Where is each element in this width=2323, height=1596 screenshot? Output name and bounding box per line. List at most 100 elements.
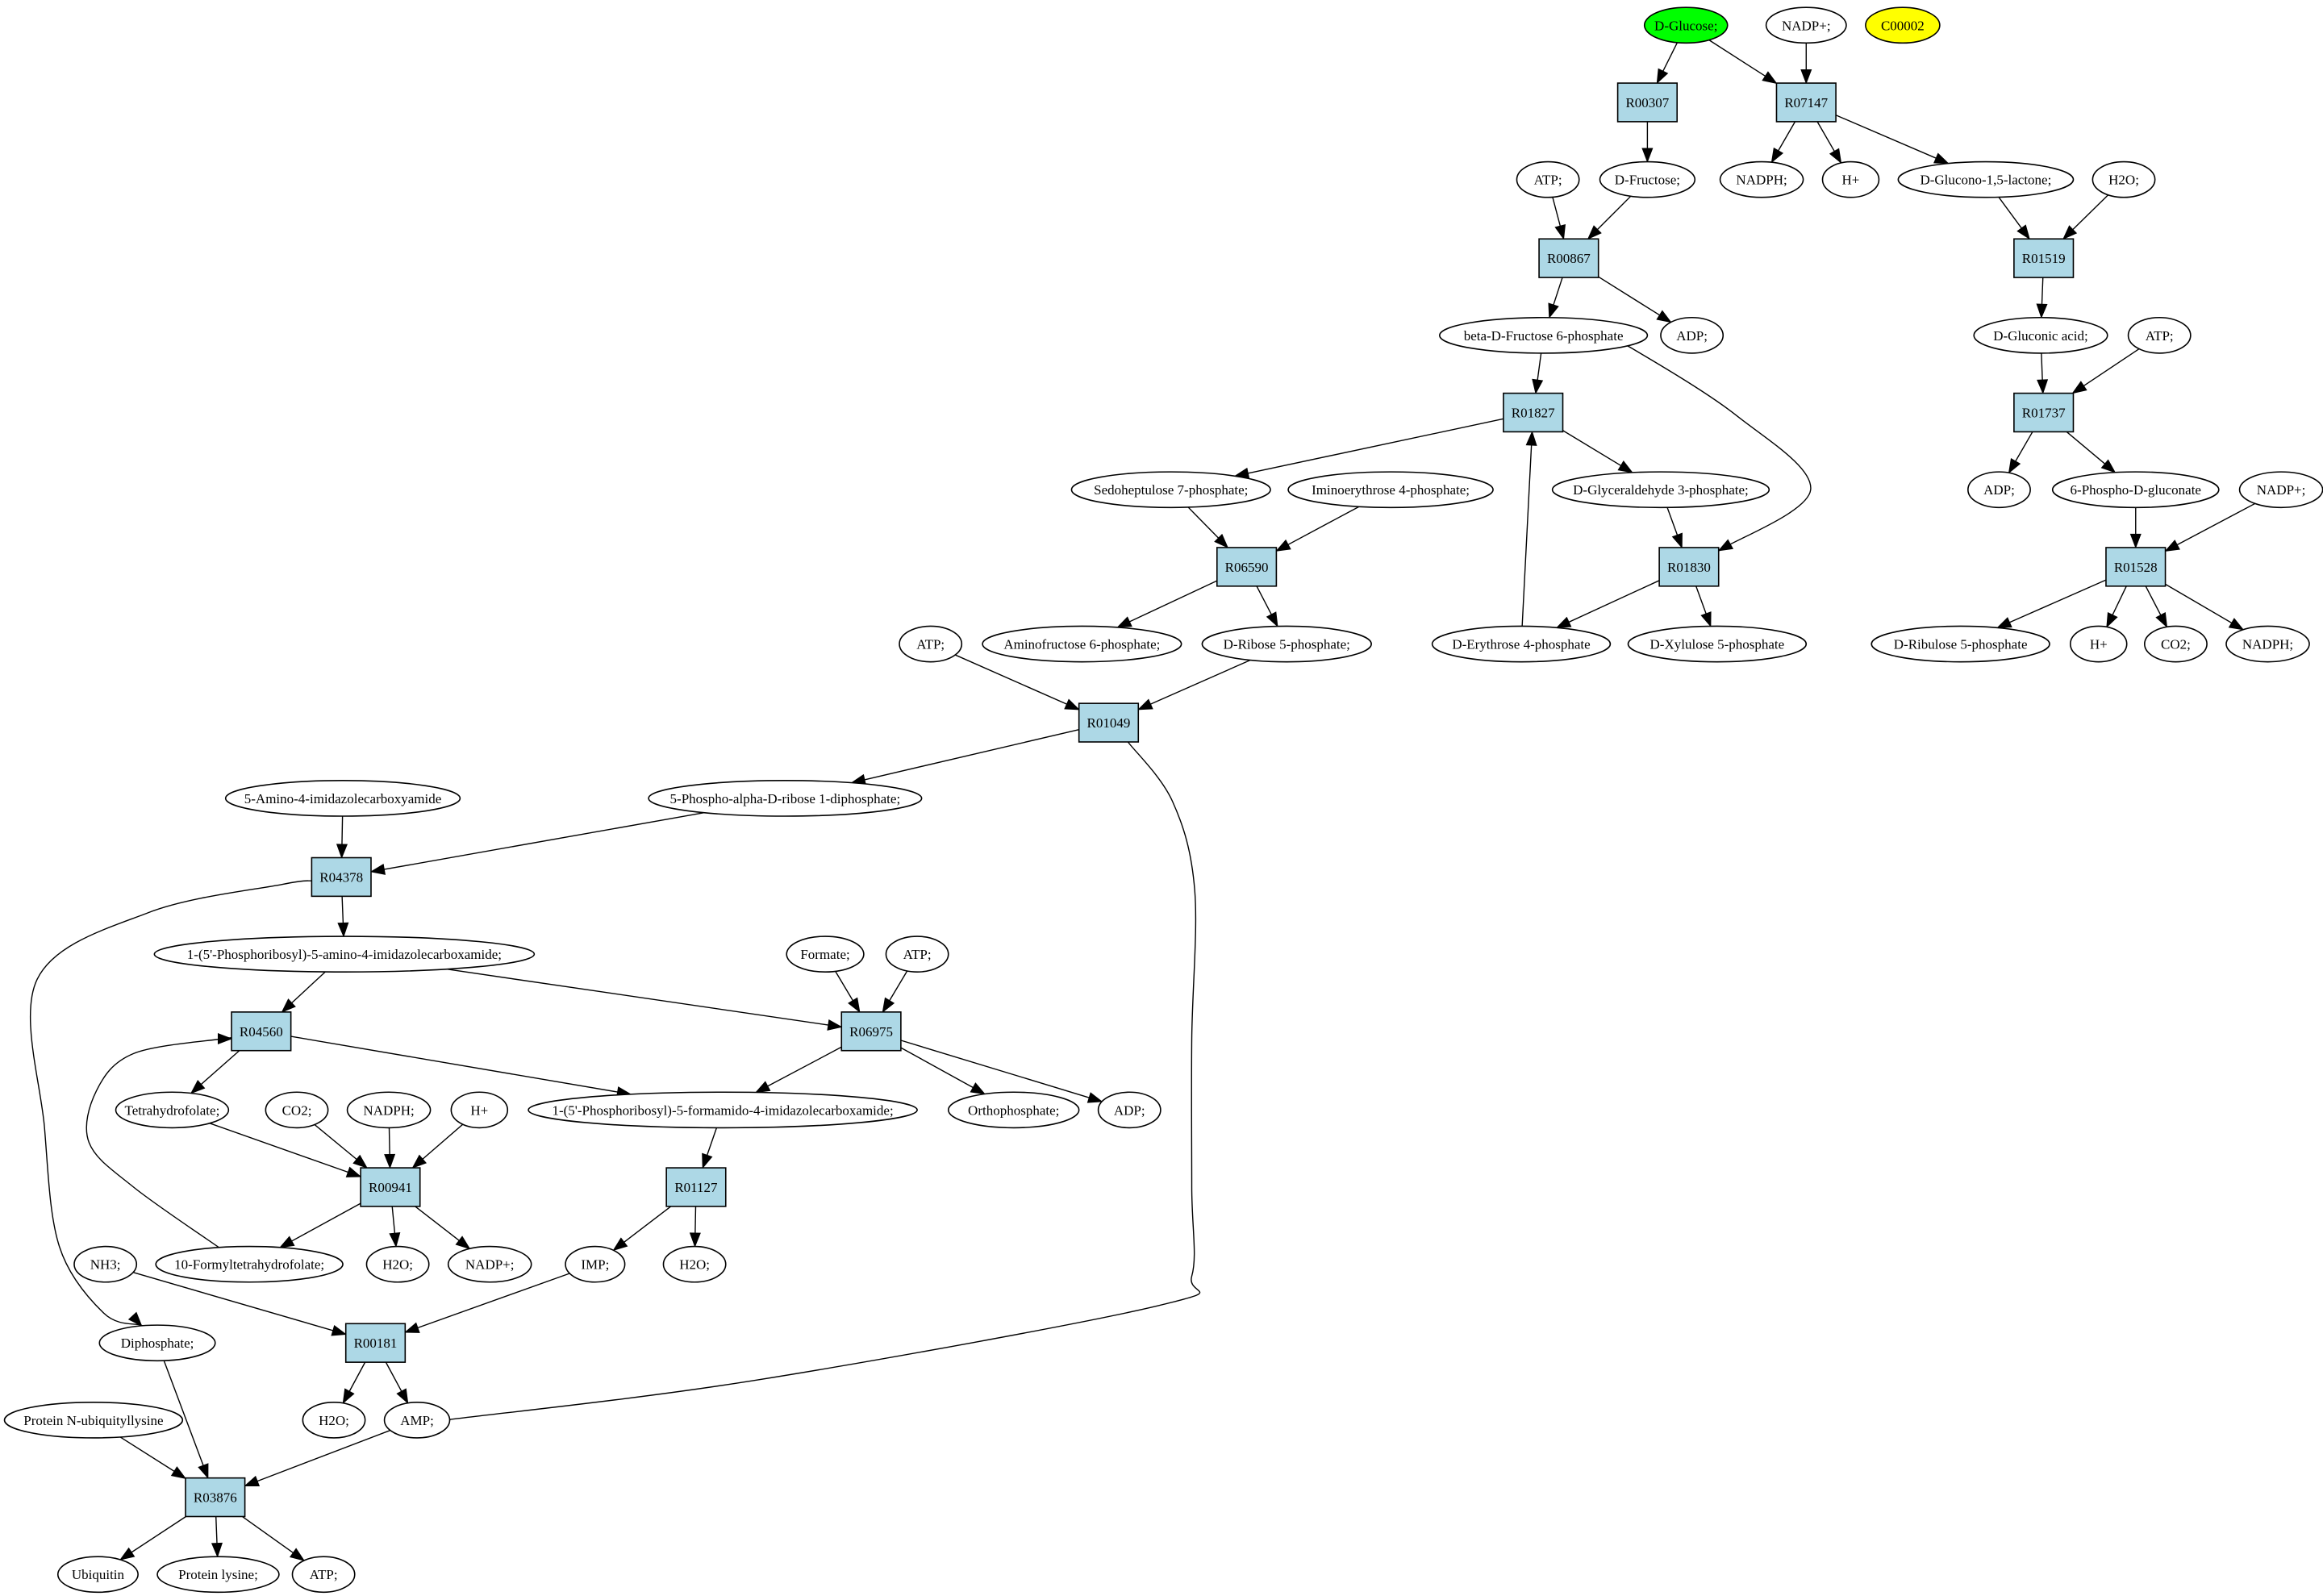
compound-node-faicar[interactable]: 1-(5'-Phosphoribosyl)-5-formamido-4-imid… xyxy=(528,1091,918,1129)
reaction-box[interactable] xyxy=(1078,702,1140,743)
compound-node-imp[interactable]: IMP; xyxy=(565,1245,626,1283)
compound-node-nadp-a[interactable]: NADP+; xyxy=(1765,6,1847,44)
compound-node-protub[interactable]: Protein N-ubiquityllysine xyxy=(3,1402,184,1439)
compound-ellipse[interactable] xyxy=(3,1402,184,1439)
compound-node-atp-a[interactable]: ATP; xyxy=(1516,160,1580,198)
compound-node-prpp[interactable]: 5-Phospho-alpha-D-ribose 1-diphosphate; xyxy=(648,780,923,817)
compound-node-co2-b[interactable]: CO2; xyxy=(265,1091,329,1129)
compound-ellipse[interactable] xyxy=(153,936,536,973)
compound-ellipse[interactable] xyxy=(1287,471,1494,509)
compound-node-xu5p[interactable]: D-Xylulose 5-phosphate xyxy=(1627,625,1808,663)
compound-node-aicar[interactable]: 1-(5'-Phosphoribosyl)-5-amino-4-imidazol… xyxy=(153,936,536,973)
compound-node-glucose[interactable]: D-Glucose; xyxy=(1643,6,1729,44)
reaction-node-r07147[interactable]: R07147 xyxy=(1775,82,1837,123)
compound-node-r5p[interactable]: D-Ribose 5-phosphate; xyxy=(1201,625,1372,663)
compound-node-fructose[interactable]: D-Fructose; xyxy=(1599,160,1696,198)
compound-node-e4p[interactable]: D-Erythrose 4-phosphate xyxy=(1431,625,1612,663)
compound-ellipse[interactable] xyxy=(1431,625,1612,663)
reaction-node-r00867[interactable]: R00867 xyxy=(1538,238,1599,278)
compound-node-aminof6p[interactable]: Aminofructose 6-phosphate; xyxy=(982,625,1182,663)
compound-ellipse[interactable] xyxy=(115,1091,230,1129)
reaction-box[interactable] xyxy=(1216,547,1278,587)
compound-node-g3p[interactable]: D-Glyceraldehyde 3-phosphate; xyxy=(1551,471,1770,509)
compound-node-nh3[interactable]: NH3; xyxy=(73,1245,138,1283)
reaction-node-r01528[interactable]: R01528 xyxy=(2105,547,2167,587)
compound-node-adp-a[interactable]: ADP; xyxy=(1660,316,1725,354)
compound-node-formate[interactable]: Formate; xyxy=(786,936,865,973)
reaction-box[interactable] xyxy=(2013,392,2075,433)
reaction-node-r00307[interactable]: R00307 xyxy=(1616,82,1678,123)
compound-node-gluconic[interactable]: D-Gluconic acid; xyxy=(1973,316,2108,354)
compound-ellipse[interactable] xyxy=(885,936,949,973)
compound-node-f6p[interactable]: beta-D-Fructose 6-phosphate xyxy=(1438,316,1649,354)
compound-node-ppi[interactable]: Diphosphate; xyxy=(98,1324,216,1362)
compound-ellipse[interactable] xyxy=(383,1402,451,1439)
compound-ellipse[interactable] xyxy=(2144,625,2208,663)
reaction-box[interactable] xyxy=(311,856,372,898)
compound-ellipse[interactable] xyxy=(1870,625,2050,663)
reaction-node-r01049[interactable]: R01049 xyxy=(1078,702,1140,743)
compound-ellipse[interactable] xyxy=(56,1556,139,1594)
compound-ellipse[interactable] xyxy=(1719,160,1804,198)
compound-node-thf[interactable]: Tetrahydrofolate; xyxy=(115,1091,230,1129)
reaction-box[interactable] xyxy=(344,1323,407,1363)
compound-node-adp-b[interactable]: ADP; xyxy=(1967,471,2031,509)
compound-node-atp-c[interactable]: ATP; xyxy=(899,625,963,663)
compound-node-atp-e[interactable]: ATP; xyxy=(291,1556,356,1594)
reaction-node-r01519[interactable]: R01519 xyxy=(2013,238,2075,278)
reaction-node-r04560[interactable]: R04560 xyxy=(231,1011,292,1052)
compound-node-h-b[interactable]: H+ xyxy=(2070,625,2128,663)
compound-ellipse[interactable] xyxy=(899,625,963,663)
compound-node-aica[interactable]: 5-Amino-4-imidazolecarboxyamide xyxy=(224,780,461,817)
compound-ellipse[interactable] xyxy=(156,1556,280,1594)
compound-ellipse[interactable] xyxy=(2092,160,2156,198)
compound-node-iminoe4p[interactable]: Iminoerythrose 4-phosphate; xyxy=(1287,471,1494,509)
compound-ellipse[interactable] xyxy=(291,1556,356,1594)
reaction-box[interactable] xyxy=(2013,238,2075,278)
compound-node-pi[interactable]: Orthophosphate; xyxy=(947,1091,1080,1129)
compound-node-co2-a[interactable]: CO2; xyxy=(2144,625,2208,663)
compound-node-nadp-c[interactable]: NADP+; xyxy=(447,1245,532,1283)
compound-node-h2o-a[interactable]: H2O; xyxy=(2092,160,2156,198)
compound-node-ru5p[interactable]: D-Ribulose 5-phosphate xyxy=(1870,625,2050,663)
compound-ellipse[interactable] xyxy=(1765,6,1847,44)
compound-node-atp-d[interactable]: ATP; xyxy=(885,936,949,973)
compound-ellipse[interactable] xyxy=(224,780,461,817)
compound-node-c00002[interactable]: C00002 xyxy=(1865,6,1941,44)
compound-node-h2o-c[interactable]: H2O; xyxy=(662,1245,727,1283)
reaction-box[interactable] xyxy=(185,1477,246,1518)
compound-ellipse[interactable] xyxy=(98,1324,216,1362)
reaction-node-r03876[interactable]: R03876 xyxy=(185,1477,246,1518)
compound-ellipse[interactable] xyxy=(1897,160,2075,198)
compound-node-fthf[interactable]: 10-Formyltetrahydrofolate; xyxy=(155,1245,344,1283)
compound-node-nadph-a[interactable]: NADPH; xyxy=(1719,160,1804,198)
compound-ellipse[interactable] xyxy=(365,1245,430,1283)
compound-ellipse[interactable] xyxy=(302,1402,366,1439)
reaction-box[interactable] xyxy=(1658,547,1720,587)
compound-node-ubiquitin[interactable]: Ubiquitin xyxy=(56,1556,139,1594)
compound-node-h-a[interactable]: H+ xyxy=(1821,160,1880,198)
reaction-box[interactable] xyxy=(231,1011,292,1052)
compound-ellipse[interactable] xyxy=(648,780,923,817)
reaction-box[interactable] xyxy=(2105,547,2167,587)
compound-node-nadph-b[interactable]: NADPH; xyxy=(2225,625,2310,663)
reaction-node-r06975[interactable]: R06975 xyxy=(840,1011,902,1052)
compound-node-amp[interactable]: AMP; xyxy=(383,1402,451,1439)
compound-ellipse[interactable] xyxy=(1821,160,1880,198)
compound-ellipse[interactable] xyxy=(786,936,865,973)
compound-ellipse[interactable] xyxy=(1201,625,1372,663)
reaction-box[interactable] xyxy=(1503,392,1564,433)
compound-ellipse[interactable] xyxy=(2070,625,2128,663)
reaction-box[interactable] xyxy=(840,1011,902,1052)
compound-node-adp-c[interactable]: ADP; xyxy=(1097,1091,1162,1129)
compound-ellipse[interactable] xyxy=(2225,625,2310,663)
compound-ellipse[interactable] xyxy=(1865,6,1941,44)
reaction-node-r01827[interactable]: R01827 xyxy=(1503,392,1564,433)
compound-node-h-c[interactable]: H+ xyxy=(450,1091,509,1129)
compound-ellipse[interactable] xyxy=(1516,160,1580,198)
reaction-node-r06590[interactable]: R06590 xyxy=(1216,547,1278,587)
compound-ellipse[interactable] xyxy=(2051,471,2220,509)
compound-ellipse[interactable] xyxy=(528,1091,918,1129)
compound-ellipse[interactable] xyxy=(565,1245,626,1283)
compound-ellipse[interactable] xyxy=(1967,471,2031,509)
